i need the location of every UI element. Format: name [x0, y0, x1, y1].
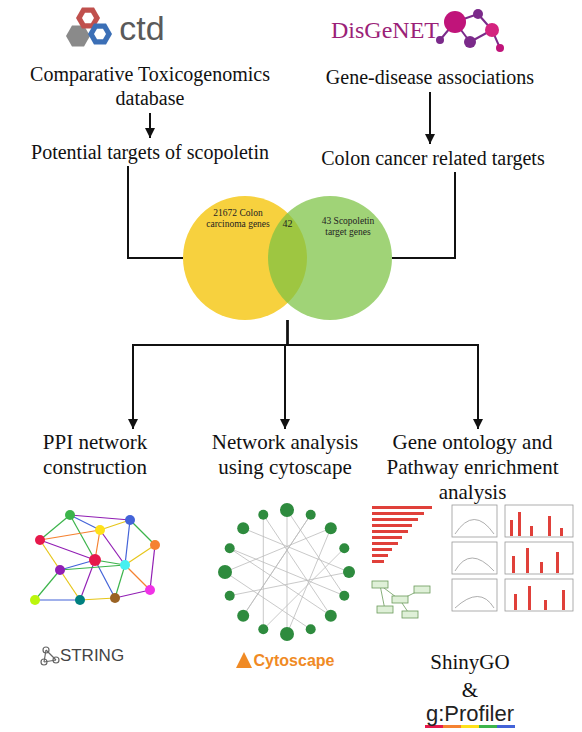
logo-text: ctd — [119, 9, 164, 48]
ctd-logo — [66, 8, 112, 47]
step-text: Potential targets of scopoletin — [5, 140, 295, 164]
text-node: Gene-disease associations — [310, 65, 550, 89]
step-text: Network analysis using cytoscape — [195, 430, 375, 480]
step-text: Comparative Toxicogenomics database — [18, 62, 282, 110]
step-text: Gene ontology and Pathway enrichment ana… — [375, 430, 570, 506]
text-node: Network analysis using cytoscape — [195, 430, 375, 480]
connector-arrow — [149, 113, 151, 138]
text-node: Colon cancer related targets — [292, 146, 574, 170]
step-text: Colon cancer related targets — [292, 146, 574, 170]
logo-text: DisGeNET — [331, 17, 439, 44]
text-node: Gene ontology and Pathway enrichment ana… — [375, 430, 570, 506]
venn-label: 42 — [268, 218, 307, 230]
circle-shape — [268, 196, 392, 320]
logo-text: Cytoscape — [254, 652, 335, 670]
connector-arrow — [429, 92, 431, 144]
text-node: Potential targets of scopoletin — [5, 140, 295, 164]
step-text: Gene-disease associations — [310, 65, 550, 89]
step-text: PPI network construction — [20, 430, 170, 480]
cytoscape-logo-icon — [236, 652, 252, 668]
string-logo-icon — [41, 647, 59, 665]
connector-arrow — [392, 172, 455, 258]
logo-text: & — [462, 678, 478, 703]
ppi-network-image — [30, 510, 160, 605]
connector-arrow — [288, 320, 479, 429]
text-node: Comparative Toxicogenomics database — [18, 62, 282, 110]
logo-text: ShinyGO — [430, 650, 509, 675]
circle-fill — [268, 196, 392, 320]
connector-arrow — [128, 166, 183, 258]
logo-text: g:Profiler — [426, 701, 514, 727]
text-node: PPI network construction — [20, 430, 170, 480]
venn-label: 21672 Colon carcinoma genes — [197, 208, 279, 231]
connector-arrow — [285, 320, 288, 429]
connector-arrow — [133, 320, 288, 429]
cytoscape-network-image — [218, 503, 355, 641]
venn-circle: 43 Scopoletin target genes — [268, 196, 392, 320]
enrichment-charts-image — [372, 505, 573, 618]
venn-label: 43 Scopoletin target genes — [310, 216, 386, 239]
disgenet-logo — [436, 9, 504, 52]
logo-text: STRING — [60, 646, 124, 666]
